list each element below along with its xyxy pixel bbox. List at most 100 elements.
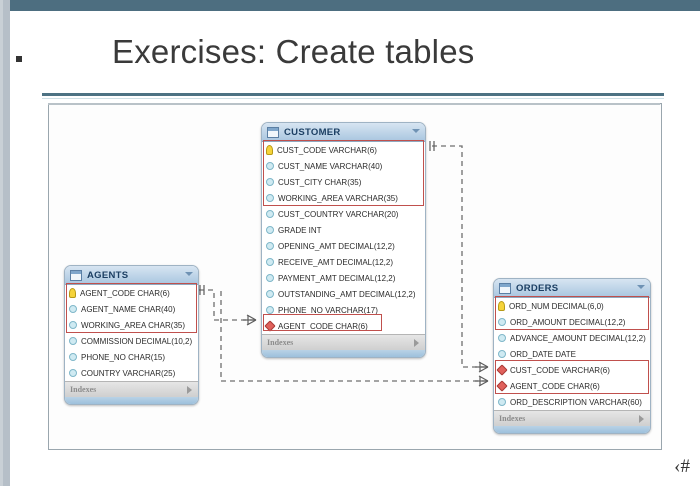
column-row[interactable]: PHONE_NO VARCHAR(17): [262, 302, 425, 318]
column-icon: [266, 162, 274, 170]
column-row[interactable]: GRADE INT: [262, 222, 425, 238]
chevron-down-icon[interactable]: [412, 129, 420, 133]
table-icon: [70, 269, 82, 281]
column-row[interactable]: CUST_CITY CHAR(35): [262, 174, 425, 190]
page-number: ‹#: [674, 456, 690, 477]
chevron-down-icon[interactable]: [637, 285, 645, 289]
column-label: ADVANCE_AMOUNT DECIMAL(12,2): [510, 333, 646, 343]
entity-agents-footer: [65, 397, 198, 404]
entity-customer-title: CUSTOMER: [284, 126, 341, 138]
column-row[interactable]: PHONE_NO CHAR(15): [65, 349, 198, 365]
column-icon: [266, 274, 274, 282]
column-label: WORKING_AREA VARCHAR(35): [278, 193, 398, 203]
entity-orders-indexes[interactable]: Indexes: [494, 410, 650, 426]
primary-key-icon: [69, 288, 76, 298]
chevron-right-icon[interactable]: [187, 386, 192, 394]
column-row[interactable]: ADVANCE_AMOUNT DECIMAL(12,2): [494, 330, 650, 346]
table-icon: [267, 126, 279, 138]
column-row[interactable]: PAYMENT_AMT DECIMAL(12,2): [262, 270, 425, 286]
column-icon: [266, 194, 274, 202]
column-label: COMMISSION DECIMAL(10,2): [81, 336, 193, 346]
column-row[interactable]: AGENT_CODE CHAR(6): [494, 378, 650, 394]
column-icon: [69, 369, 77, 377]
slide-left-edge-bar: [0, 0, 10, 486]
column-label: PHONE_NO CHAR(15): [81, 352, 166, 362]
entity-agents-title: AGENTS: [87, 269, 129, 281]
column-row[interactable]: AGENT_CODE CHAR(6): [65, 285, 198, 301]
primary-key-icon: [266, 145, 273, 155]
column-row[interactable]: CUST_CODE VARCHAR(6): [494, 362, 650, 378]
column-icon: [266, 306, 274, 314]
column-row[interactable]: CUST_COUNTRY VARCHAR(20): [262, 206, 425, 222]
column-row[interactable]: CUST_CODE VARCHAR(6): [262, 142, 425, 158]
column-icon: [69, 305, 77, 313]
entity-customer-columns: CUST_CODE VARCHAR(6) CUST_NAME VARCHAR(4…: [262, 142, 425, 334]
column-label: PHONE_NO VARCHAR(17): [278, 305, 378, 315]
column-label: RECEIVE_AMT DECIMAL(12,2): [278, 257, 393, 267]
column-row[interactable]: COMMISSION DECIMAL(10,2): [65, 333, 198, 349]
column-label: GRADE INT: [278, 225, 322, 235]
indexes-label: Indexes: [267, 338, 294, 347]
column-label: COUNTRY VARCHAR(25): [81, 368, 176, 378]
chevron-right-icon[interactable]: [639, 415, 644, 423]
column-label: AGENT_CODE CHAR(6): [278, 321, 368, 331]
entity-customer-footer: [262, 350, 425, 357]
column-icon: [266, 242, 274, 250]
column-label: CUST_CODE VARCHAR(6): [277, 145, 377, 155]
column-label: ORD_DESCRIPTION VARCHAR(60): [510, 397, 642, 407]
column-row[interactable]: OUTSTANDING_AMT DECIMAL(12,2): [262, 286, 425, 302]
column-icon: [498, 350, 506, 358]
entity-customer[interactable]: CUSTOMER CUST_CODE VARCHAR(6) CUST_NAME …: [261, 122, 426, 358]
indexes-label: Indexes: [70, 385, 97, 394]
column-label: CUST_NAME VARCHAR(40): [278, 161, 383, 171]
entity-customer-header[interactable]: CUSTOMER: [262, 123, 425, 142]
entity-agents-indexes[interactable]: Indexes: [65, 381, 198, 397]
column-row[interactable]: OPENING_AMT DECIMAL(12,2): [262, 238, 425, 254]
column-label: CUST_CITY CHAR(35): [278, 177, 362, 187]
column-label: ORD_NUM DECIMAL(6,0): [509, 301, 604, 311]
column-icon: [69, 353, 77, 361]
column-row[interactable]: AGENT_CODE CHAR(6): [262, 318, 425, 334]
column-icon: [498, 398, 506, 406]
entity-orders-footer: [494, 426, 650, 433]
entity-orders-header[interactable]: ORDERS: [494, 279, 650, 298]
column-icon: [266, 290, 274, 298]
column-label: CUST_CODE VARCHAR(6): [510, 365, 610, 375]
entity-orders-title: ORDERS: [516, 282, 559, 294]
page-title: Exercises: Create tables: [112, 33, 475, 70]
column-row[interactable]: COUNTRY VARCHAR(25): [65, 365, 198, 381]
entity-orders[interactable]: ORDERS ORD_NUM DECIMAL(6,0) ORD_AMOUNT D…: [493, 278, 651, 434]
column-icon: [498, 318, 506, 326]
column-label: ORD_DATE DATE: [510, 349, 576, 359]
column-row[interactable]: ORD_AMOUNT DECIMAL(12,2): [494, 314, 650, 330]
chevron-right-icon[interactable]: [414, 339, 419, 347]
column-row[interactable]: ORD_DESCRIPTION VARCHAR(60): [494, 394, 650, 410]
column-row[interactable]: ORD_NUM DECIMAL(6,0): [494, 298, 650, 314]
column-row[interactable]: WORKING_AREA VARCHAR(35): [262, 190, 425, 206]
column-row[interactable]: CUST_NAME VARCHAR(40): [262, 158, 425, 174]
primary-key-icon: [498, 301, 505, 311]
column-row[interactable]: ORD_DATE DATE: [494, 346, 650, 362]
entity-orders-columns: ORD_NUM DECIMAL(6,0) ORD_AMOUNT DECIMAL(…: [494, 298, 650, 410]
entity-agents[interactable]: AGENTS AGENT_CODE CHAR(6) AGENT_NAME CHA…: [64, 265, 199, 405]
entity-agents-header[interactable]: AGENTS: [65, 266, 198, 285]
column-icon: [266, 226, 274, 234]
column-row[interactable]: RECEIVE_AMT DECIMAL(12,2): [262, 254, 425, 270]
column-icon: [498, 334, 506, 342]
column-label: ORD_AMOUNT DECIMAL(12,2): [510, 317, 626, 327]
column-label: AGENT_CODE CHAR(6): [80, 288, 170, 298]
column-icon: [69, 337, 77, 345]
title-divider-thick: [42, 93, 664, 96]
column-row[interactable]: WORKING_AREA CHAR(35): [65, 317, 198, 333]
diagram-panel-top-edge: [48, 103, 660, 105]
entity-customer-indexes[interactable]: Indexes: [262, 334, 425, 350]
title-divider-thin: [42, 98, 664, 99]
chevron-down-icon[interactable]: [185, 272, 193, 276]
indexes-label: Indexes: [499, 414, 526, 423]
foreign-key-icon: [496, 380, 508, 392]
column-row[interactable]: AGENT_NAME CHAR(40): [65, 301, 198, 317]
column-label: PAYMENT_AMT DECIMAL(12,2): [278, 273, 396, 283]
column-icon: [266, 210, 274, 218]
column-label: CUST_COUNTRY VARCHAR(20): [278, 209, 399, 219]
